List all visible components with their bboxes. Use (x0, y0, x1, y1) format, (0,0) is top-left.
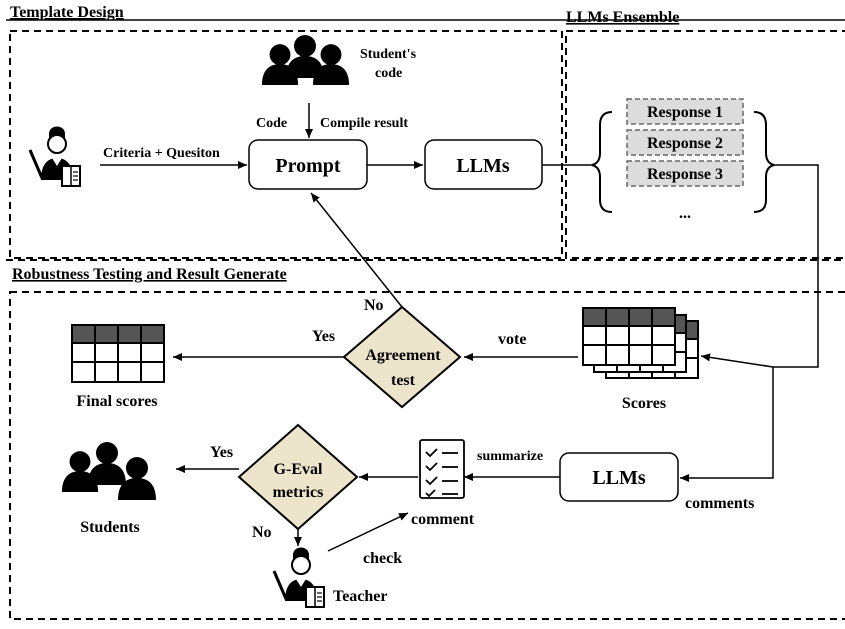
teacher-bottom-icon (272, 546, 326, 609)
response-3-node (626, 160, 744, 187)
checklist-icon (419, 439, 465, 499)
comment-label: comment (411, 511, 475, 528)
edge-label-vote: vote (498, 331, 526, 348)
edge-label-comments: comments (685, 495, 754, 512)
response-2-label: Response 2 (647, 135, 723, 152)
agreement-label-1: Agreement (365, 347, 441, 364)
response-1-node (626, 98, 744, 125)
edge-check (327, 512, 409, 552)
teacher-icon (28, 125, 82, 188)
llms-ensemble-frame (565, 30, 845, 259)
edge-to-llms-bottom (680, 367, 774, 482)
llms-top-label: LLMs (456, 155, 510, 177)
teacher-label: Teacher (333, 588, 388, 605)
student-code-label-2: code (375, 66, 402, 81)
people-icon (261, 35, 350, 85)
llms-bottom-label: LLMs (592, 467, 646, 489)
section-title-robustness: Robustness Testing and Result Generate (12, 266, 287, 283)
students-icon (61, 442, 156, 500)
edge-label-compile: Compile result (320, 116, 408, 131)
edge-label-code: Code (256, 116, 287, 131)
template-design-frame (9, 30, 563, 259)
left-brace (591, 111, 613, 213)
agreement-test-node (342, 305, 462, 409)
edge-label-no-top: No (364, 297, 384, 314)
final-scores-label: Final scores (76, 393, 157, 410)
response-2-node (626, 129, 744, 156)
edge-label-no-bottom: No (252, 524, 272, 541)
responses-ellipsis: ... (679, 205, 691, 222)
student-code-label-1: Student's (360, 47, 417, 62)
final-scores-icon (71, 324, 165, 383)
edge-label-criteria: Criteria + Quesiton (103, 146, 220, 161)
robustness-frame (9, 291, 845, 620)
response-3-label: Response 3 (647, 166, 723, 183)
scores-label: Scores (622, 395, 666, 412)
edge-label-yes-bottom: Yes (210, 444, 233, 461)
section-title-template-design: Template Design (10, 4, 124, 21)
edge-to-scores (700, 353, 774, 368)
edge-label-check: check (363, 550, 402, 567)
edge-no-to-prompt (310, 192, 403, 308)
right-brace (753, 111, 775, 213)
edge-label-yes-top: Yes (312, 328, 335, 345)
edge-label-summarize: summarize (477, 449, 543, 464)
agreement-label-2: test (391, 372, 416, 389)
scores-icon (582, 307, 699, 379)
geval-label-1: G-Eval (274, 461, 323, 478)
edge-ensemble-down (773, 164, 819, 368)
section-title-llms-ensemble: LLMs Ensemble (566, 9, 679, 26)
response-1-label: Response 1 (647, 104, 723, 121)
geval-label-2: metrics (273, 484, 324, 501)
students-label: Students (80, 519, 140, 536)
prompt-label: Prompt (275, 155, 341, 177)
